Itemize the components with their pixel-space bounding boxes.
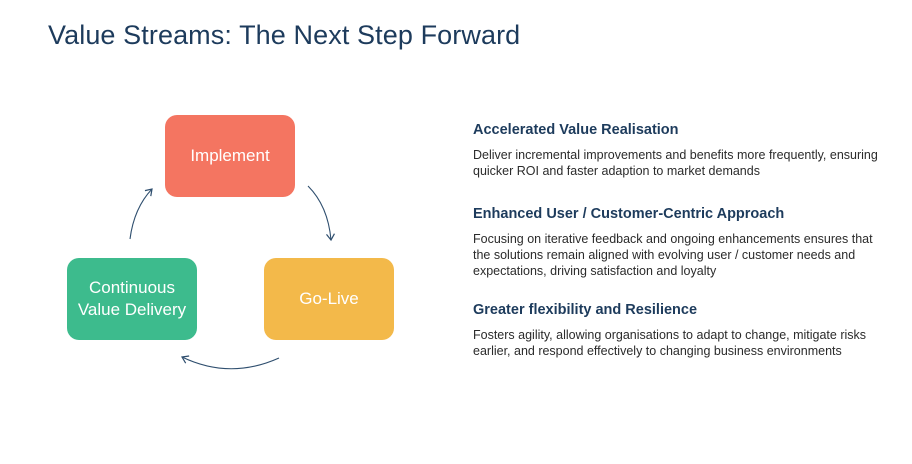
benefit-accelerated-value: Accelerated Value Realisation Deliver in… (473, 122, 883, 179)
benefit-body: Fosters agility, allowing organisations … (473, 328, 867, 358)
benefit-body: Deliver incremental improvements and ben… (473, 148, 878, 178)
page-title: Value Streams: The Next Step Forward (48, 20, 521, 50)
arrow-implement-to-golive (307, 185, 335, 242)
implement-box: Implement (165, 115, 295, 197)
continuous-value-delivery-box: Continuous Value Delivery (67, 258, 197, 340)
arrow-golive-to-cvd (181, 355, 280, 370)
benefit-heading: Enhanced User / Customer-Centric Approac… (473, 206, 785, 222)
benefit-heading: Accelerated Value Realisation (473, 122, 679, 138)
golive-label: Go-Live (299, 289, 359, 308)
benefit-body: Focusing on iterative feedback and ongoi… (473, 232, 873, 278)
golive-box: Go-Live (264, 258, 394, 340)
implement-label: Implement (190, 146, 270, 165)
benefit-flexibility-resilience: Greater flexibility and Resilience Foste… (473, 302, 883, 359)
arrow-cvd-to-implement (129, 188, 153, 240)
continuous-value-delivery-label: Continuous Value Delivery (77, 278, 187, 319)
benefit-customer-centric: Enhanced User / Customer-Centric Approac… (473, 206, 883, 279)
benefit-heading: Greater flexibility and Resilience (473, 302, 698, 318)
